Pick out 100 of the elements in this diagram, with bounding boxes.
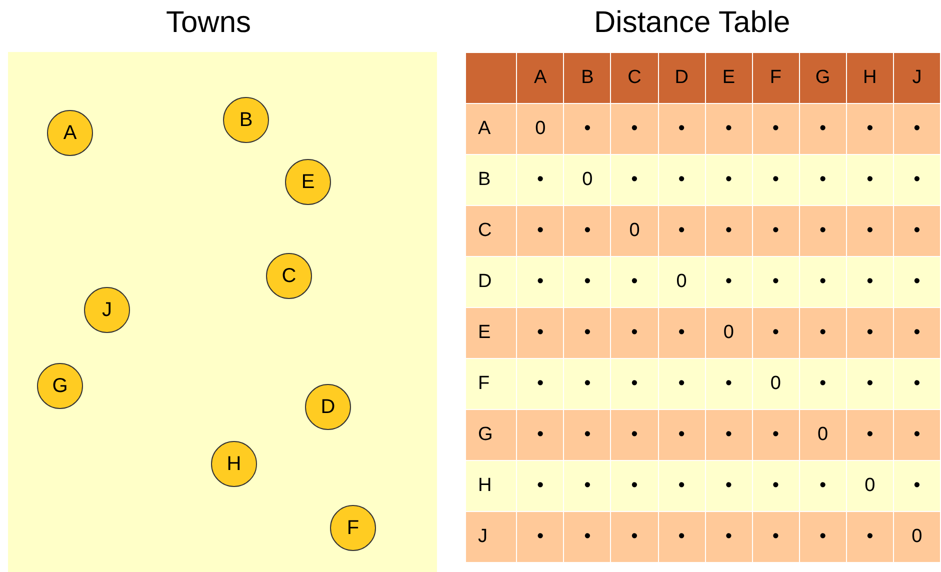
distance-value: • <box>678 169 685 190</box>
distance-value: • <box>631 373 638 394</box>
distance-value: • <box>537 169 544 190</box>
distance-value: • <box>772 526 780 547</box>
distance-value: • <box>866 424 874 445</box>
map-panel <box>8 52 437 572</box>
distance-value: • <box>537 424 544 445</box>
distance-value: • <box>678 322 685 343</box>
column-header: E <box>722 67 736 88</box>
distance-value: • <box>725 169 732 190</box>
distance-value: • <box>678 526 685 547</box>
distance-value: • <box>866 526 874 547</box>
distance-value: • <box>725 526 732 547</box>
distance-value: • <box>914 169 920 190</box>
column-header: C <box>628 67 642 88</box>
distance-value: • <box>537 526 544 547</box>
distance-value: • <box>537 271 544 292</box>
distance-value: • <box>584 118 591 139</box>
distance-value: • <box>866 373 874 394</box>
distance-value: • <box>631 271 638 292</box>
row-header: J <box>478 526 488 547</box>
distance-value: • <box>819 526 826 547</box>
distance-value: • <box>866 118 874 139</box>
distance-value: • <box>678 373 685 394</box>
distance-value: • <box>537 373 544 394</box>
distance-value: • <box>678 220 685 241</box>
distance-value: • <box>772 169 780 190</box>
town-circle: A <box>47 110 93 156</box>
distance-value: • <box>584 220 591 241</box>
distance-value: • <box>914 424 920 445</box>
distance-value: • <box>866 169 874 190</box>
town-circle: B <box>223 97 269 143</box>
distance-value: 0 <box>629 220 640 241</box>
town-circle: G <box>37 363 83 409</box>
distance-value: • <box>584 322 591 343</box>
distance-value: 0 <box>770 373 781 394</box>
row-header: D <box>478 271 492 292</box>
distance-value: • <box>819 118 826 139</box>
distance-value: • <box>584 373 591 394</box>
column-header: F <box>770 67 782 88</box>
distance-value: • <box>584 271 591 292</box>
distance-value: • <box>914 475 920 496</box>
column-header: D <box>674 67 688 88</box>
distance-value: 0 <box>535 118 546 139</box>
distance-value: • <box>866 271 874 292</box>
distance-value: • <box>631 322 638 343</box>
distance-value: • <box>537 220 544 241</box>
distance-value: • <box>914 271 920 292</box>
town-circle: D <box>305 384 351 430</box>
distance-value: 0 <box>582 169 593 190</box>
column-header: G <box>815 67 830 88</box>
distance-value: • <box>914 220 920 241</box>
distance-value: • <box>678 475 685 496</box>
distance-value: • <box>819 169 826 190</box>
distance-value: 0 <box>864 475 876 496</box>
distance-value: 0 <box>912 526 922 547</box>
distance-value: • <box>584 475 591 496</box>
distance-value: • <box>584 424 591 445</box>
distance-value: • <box>819 373 826 394</box>
distance-value: • <box>725 475 732 496</box>
distance-value: • <box>725 373 732 394</box>
row-header: B <box>478 169 491 190</box>
distance-value: • <box>819 475 826 496</box>
distance-value: • <box>631 118 638 139</box>
distance-value: • <box>866 322 874 343</box>
column-header: J <box>912 67 922 88</box>
row-header: E <box>478 322 491 343</box>
row-header: G <box>478 424 493 445</box>
distance-value: • <box>914 118 920 139</box>
distance-value: • <box>725 220 732 241</box>
distance-value: • <box>631 526 638 547</box>
distance-value: • <box>584 526 591 547</box>
distance-value: • <box>678 118 685 139</box>
distance-value: • <box>772 220 780 241</box>
distance-value: • <box>725 271 732 292</box>
distance-value: • <box>678 424 685 445</box>
distance-value: • <box>772 475 780 496</box>
town-circle: F <box>330 505 376 551</box>
town-circle: E <box>285 159 331 205</box>
column-header: H <box>863 67 877 88</box>
distance-value: • <box>725 424 732 445</box>
row-header: F <box>478 373 490 394</box>
distance-value: 0 <box>676 271 687 292</box>
distance-value: • <box>537 322 544 343</box>
distance-value: • <box>772 118 780 139</box>
distance-value: • <box>914 322 920 343</box>
town-circle: C <box>266 253 312 299</box>
distance-value: • <box>819 322 826 343</box>
table-heading: Distance Table <box>594 6 790 40</box>
distance-value: • <box>537 475 544 496</box>
panel-heading: Towns <box>166 6 252 40</box>
distance-value: • <box>631 475 638 496</box>
distance-value: • <box>819 271 826 292</box>
distance-value: • <box>772 424 780 445</box>
column-header: B <box>581 67 594 88</box>
distance-value: • <box>631 424 638 445</box>
distance-value: • <box>772 271 780 292</box>
row-header: H <box>478 475 492 496</box>
distance-value: 0 <box>723 322 734 343</box>
distance-value: • <box>866 220 874 241</box>
